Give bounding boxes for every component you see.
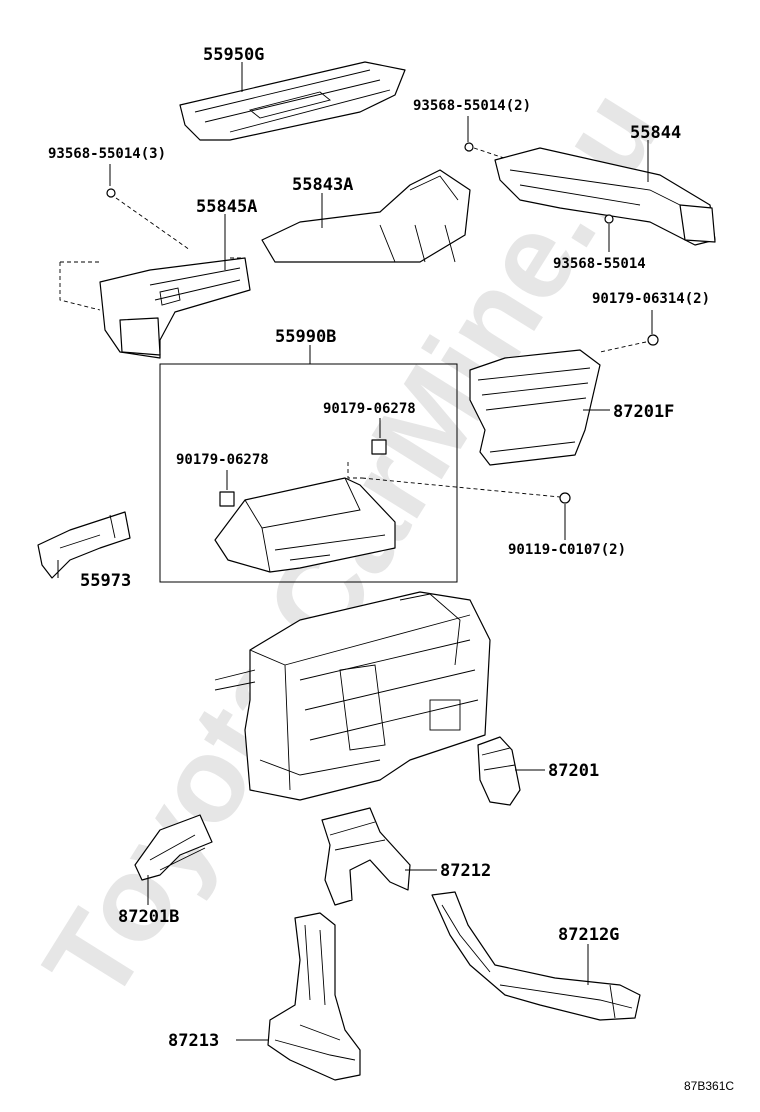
part-55990B-drawing [214,477,396,573]
part-87212G-drawing [431,891,641,1021]
part-87201-drawing [477,736,521,806]
part-55950G-drawing [179,61,406,141]
part-55845A-drawing [99,257,251,359]
clip-90179-06278-b-icon [219,491,235,507]
part-87212-drawing [321,807,411,906]
label-55973: 55973 [80,571,131,591]
label-90119-C0107-2: 90119-C0107(2) [508,542,626,558]
label-93568-55014-3: 93568-55014(3) [48,146,166,162]
label-55950G: 55950G [203,45,264,65]
nut-90179-06314-2-icon [647,334,659,346]
part-87213-drawing [267,912,361,1081]
label-87212G: 87212G [558,925,619,945]
heater-unit-drawing [214,591,491,801]
label-55990B: 55990B [275,327,336,347]
part-55844-drawing [494,147,716,246]
label-55844: 55844 [630,123,681,143]
part-55973-drawing [37,511,131,579]
bolt-93568-55014-icon [604,214,614,224]
clip-90179-06278-a-icon [371,439,387,455]
label-55843A: 55843A [292,175,353,195]
part-55843A-drawing [261,169,471,263]
assembly-55990B-box [159,363,458,583]
diagram-code: 87B361C [684,1079,734,1093]
label-87201: 87201 [548,761,599,781]
label-90179-06278-a: 90179-06278 [323,401,416,417]
label-87212: 87212 [440,861,491,881]
part-87201B-drawing [134,814,213,881]
label-87213: 87213 [168,1031,219,1051]
bolt-93568-55014-2-icon [464,142,474,152]
screw-90119-C0107-2-icon [559,492,571,504]
label-90179-06278-b: 90179-06278 [176,452,269,468]
label-87201B: 87201B [118,907,179,927]
label-90179-06314-2: 90179-06314(2) [592,291,710,307]
bolt-93568-55014-3-icon [106,188,116,198]
part-87201F-drawing [469,349,601,466]
label-93568-55014-2: 93568-55014(2) [413,98,531,114]
label-55845A: 55845A [196,197,257,217]
label-87201F: 87201F [613,402,674,422]
label-93568-55014: 93568-55014 [553,256,646,272]
